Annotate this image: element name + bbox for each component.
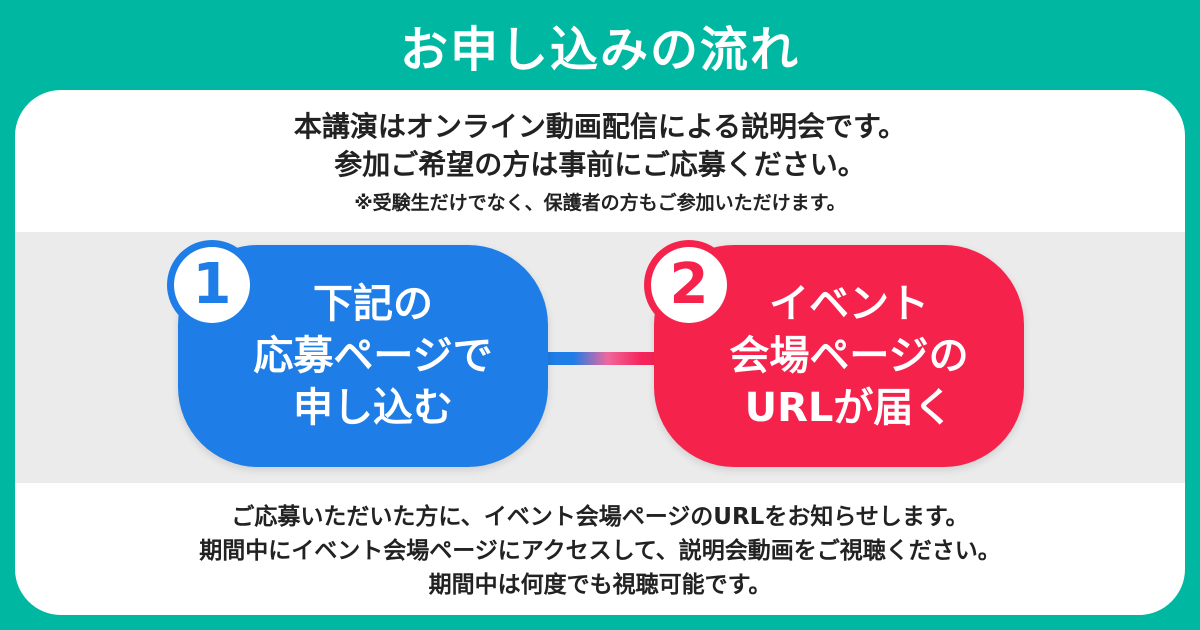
intro-note: ※受験生だけでなく、保護者の方もご参加いただけます。	[354, 192, 846, 214]
page-title: お申し込みの流れ	[399, 22, 800, 78]
content-card: 本講演はオンライン動画配信による説明会です。 参加ご希望の方は事前にご応募くださ…	[15, 90, 1185, 615]
intro-text: 本講演はオンライン動画配信による説明会です。 参加ご希望の方は事前にご応募くださ…	[15, 108, 1185, 220]
outro-line-3: 期間中は何度でも視聴可能です。	[428, 572, 772, 598]
intro-line-1: 本講演はオンライン動画配信による説明会です。	[293, 110, 907, 143]
outro-text: ご応募いただいた方に、イベント会場ページのURLをお知らせします。 期間中にイベ…	[15, 500, 1185, 602]
step-1-number-badge: 1	[174, 247, 250, 323]
step-2-number-badge: 2	[651, 247, 727, 323]
outro-line-1: ご応募いただいた方に、イベント会場ページのURLをお知らせします。	[231, 504, 969, 530]
step-connector	[545, 352, 659, 365]
step-2-text: イベント 会場ページの URLが届く	[729, 281, 969, 431]
step-1-text: 下記の 応募ページで 申し込む	[253, 281, 493, 431]
outro-line-2: 期間中にイベント会場ページにアクセスして、説明会動画をご視聴ください。	[199, 538, 1001, 564]
intro-line-2: 参加ご希望の方は事前にご応募ください。	[334, 148, 866, 181]
step-2-card: イベント 会場ページの URLが届く	[654, 245, 1024, 467]
